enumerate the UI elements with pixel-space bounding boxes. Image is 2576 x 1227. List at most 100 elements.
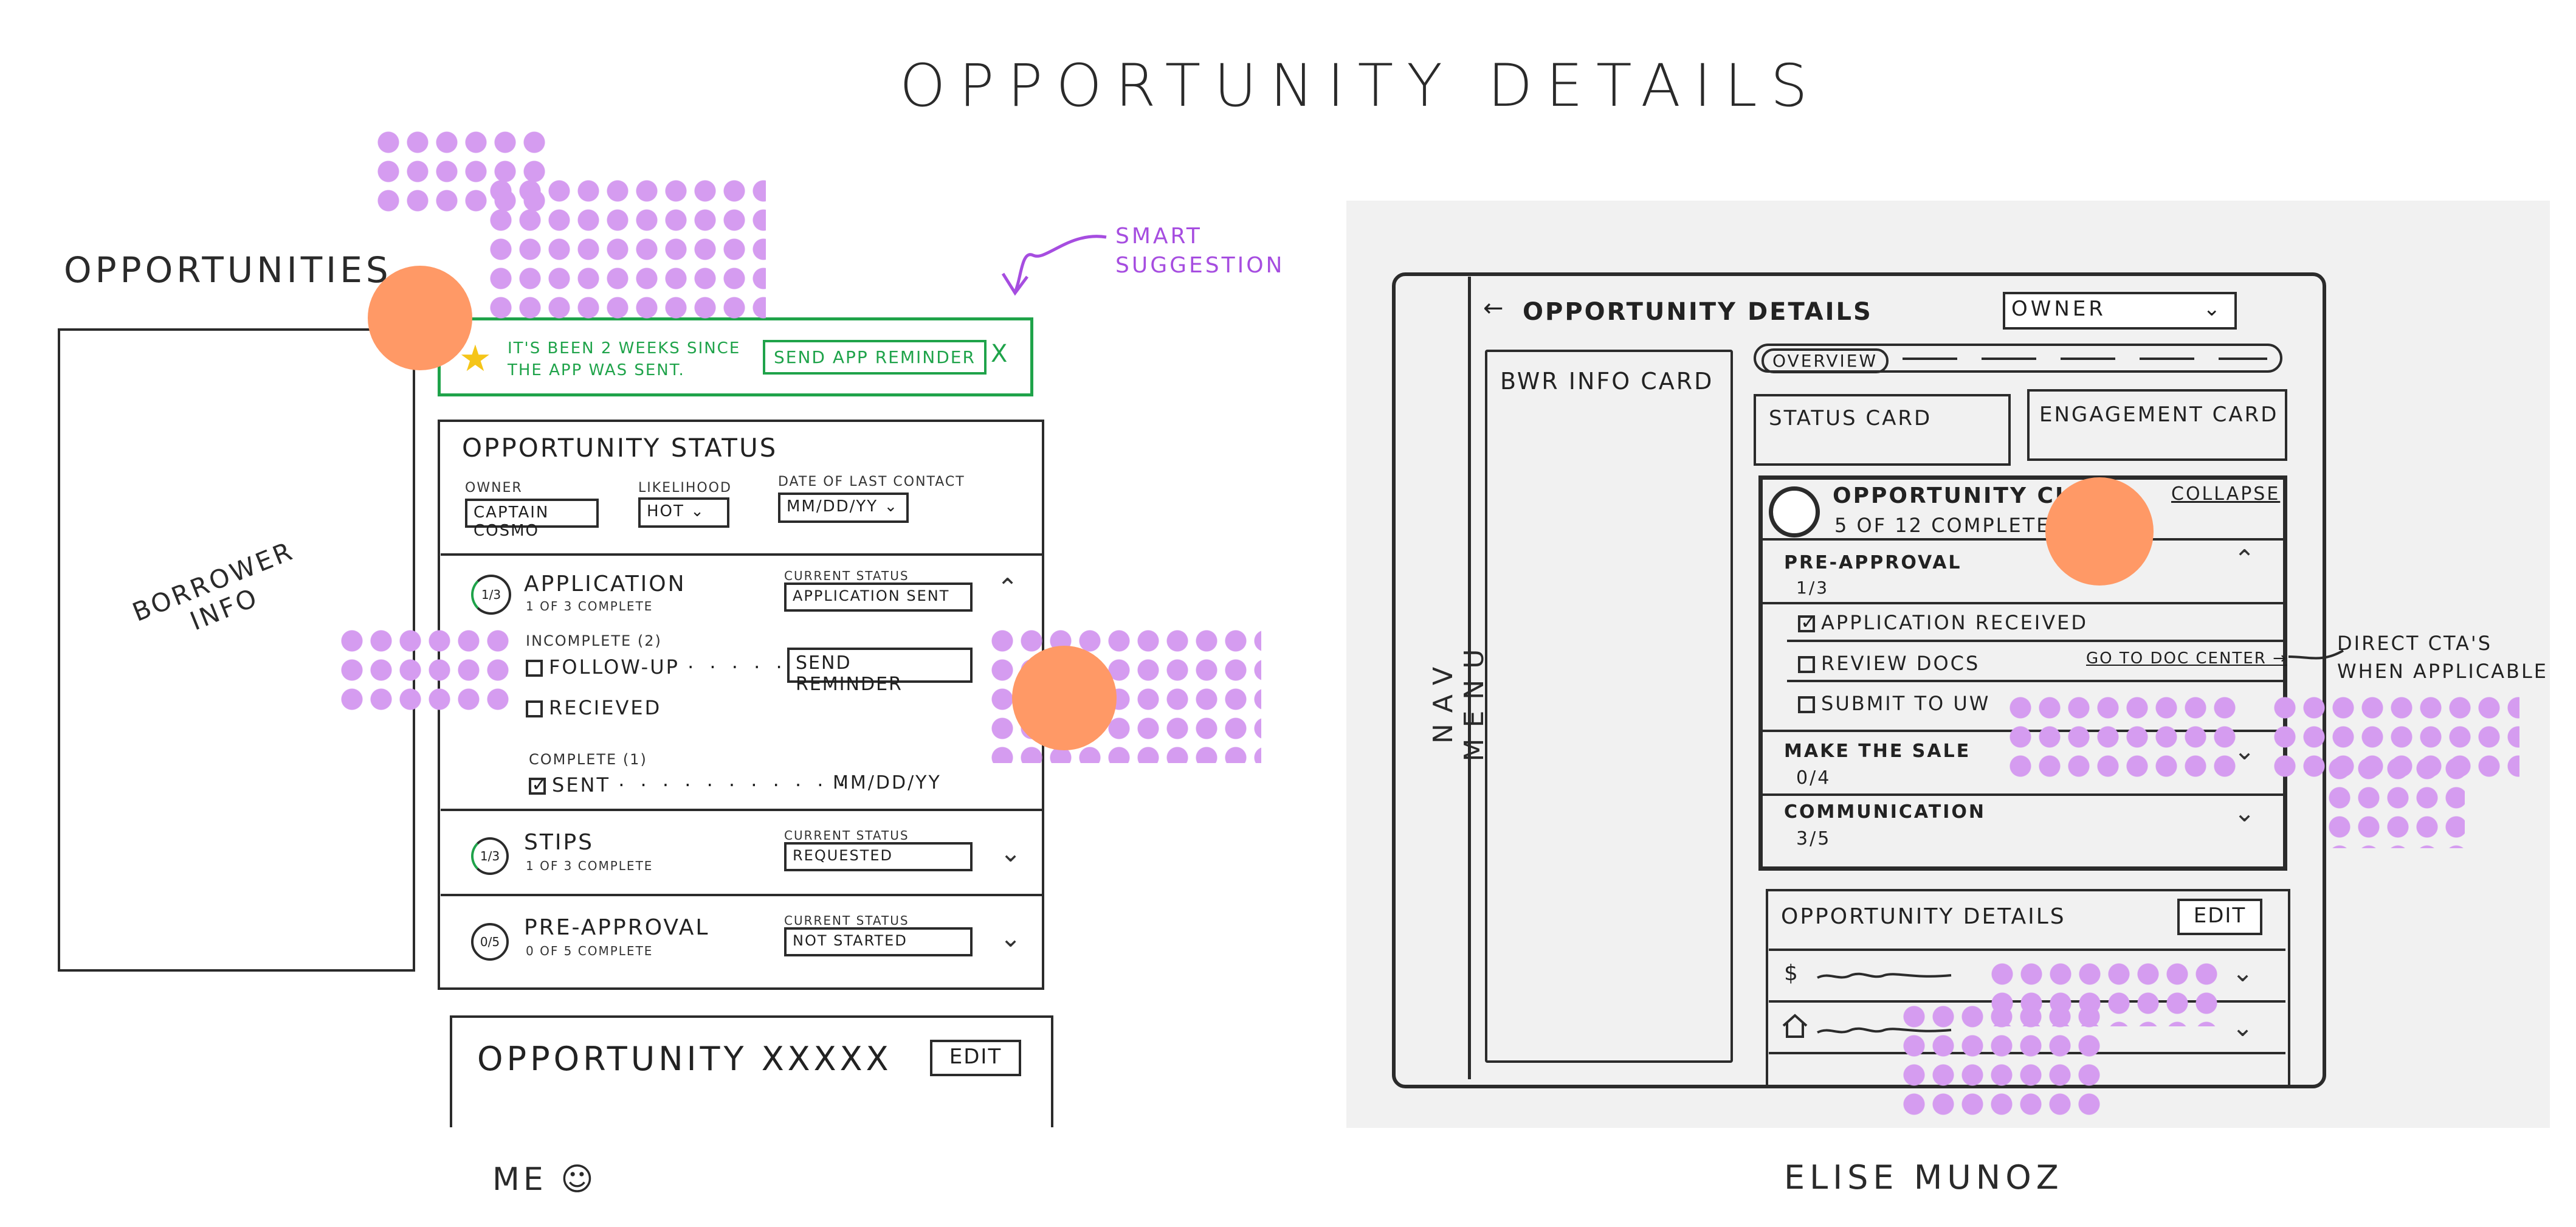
chevron-down-icon[interactable]: ⌄ <box>2232 1012 2254 1042</box>
sent-date: MM/DD/YY <box>833 772 942 793</box>
checkbox[interactable] <box>526 700 543 717</box>
communication-section-count: 3/5 <box>1796 828 1831 849</box>
chevron-down-icon[interactable]: ⌄ <box>2234 736 2256 766</box>
divider <box>441 553 1042 556</box>
status-card-label: STATUS CARD <box>1769 406 1932 430</box>
chevron-down-icon[interactable]: ⌄ <box>2232 958 2254 987</box>
received-item[interactable]: RECIEVED <box>526 696 661 719</box>
application-status-label: CURRENT STATUS <box>784 569 909 583</box>
owner-dropdown[interactable]: CAPTAIN COSMO <box>465 499 599 540</box>
sketch-paper-background <box>1346 201 2550 1128</box>
preapproval-sub: 0 OF 5 COMPLETE <box>526 944 653 958</box>
doc-center-link[interactable]: GO TO DOC CENTER → <box>2086 649 2287 668</box>
back-icon[interactable]: ← <box>1483 294 1506 322</box>
collapse-chevron-icon[interactable]: ⌃ <box>997 573 1019 603</box>
send-app-reminder-button[interactable]: SEND APP REMINDER <box>763 340 987 375</box>
checkbox[interactable] <box>526 660 543 677</box>
checklist-item[interactable]: REVIEW DOCS <box>1798 652 1980 675</box>
caption-right: ELISE MUNOZ <box>1784 1158 2064 1197</box>
send-reminder-button[interactable]: SEND REMINDER <box>787 648 973 695</box>
close-icon[interactable]: X <box>991 340 1008 368</box>
decorative-dots <box>2006 693 2237 781</box>
last-contact-label: DATE OF LAST CONTACT <box>778 474 965 489</box>
stips-status-dropdown[interactable]: REQUESTED <box>784 842 973 871</box>
preapproval-progress-ring: 0/5 <box>471 923 509 961</box>
nav-menu-label: NAV MENU <box>1428 638 1490 762</box>
make-sale-section-count: 0/4 <box>1796 767 1831 789</box>
complete-label: COMPLETE (1) <box>529 751 647 768</box>
preapproval-name: PRE-APPROVAL <box>524 915 710 940</box>
checkbox[interactable] <box>1798 656 1815 673</box>
make-sale-section-title: MAKE THE SALE <box>1784 741 1971 762</box>
opportunity-edit-button[interactable]: EDIT <box>930 1040 1021 1076</box>
page-title: OPPORTUNITY DETAILS <box>900 52 1821 120</box>
dollar-icon: $ <box>1784 961 1800 986</box>
divider <box>441 894 1042 896</box>
decorative-dots <box>337 626 512 714</box>
smart-suggestion-banner: ★ IT'S BEEN 2 WEEKS SINCE THE APP WAS SE… <box>438 317 1033 396</box>
likelihood-label: LIKELIHOOD <box>638 480 732 496</box>
likelihood-dropdown[interactable]: HOT ⌄ <box>638 497 729 528</box>
checklist-progress-ring <box>1769 486 1820 537</box>
preapproval-status-dropdown[interactable]: NOT STARTED <box>784 927 973 956</box>
divider <box>1787 680 2284 682</box>
checklist-item[interactable]: APPLICATION RECEIVED <box>1798 610 2088 634</box>
last-contact-field[interactable]: MM/DD/YY ⌄ <box>778 493 909 523</box>
engagement-card[interactable] <box>2027 389 2287 461</box>
opportunity-details-card <box>1766 889 2290 1086</box>
checkbox-checked[interactable] <box>529 773 549 796</box>
follow-up-item[interactable]: FOLLOW-UP · · · · · · <box>526 655 809 679</box>
checkbox-checked[interactable] <box>1798 610 1819 634</box>
smart-suggestion-note: SMART SUGGESTION <box>1115 224 1285 278</box>
divider <box>1762 538 2284 541</box>
checklist-item[interactable]: SUBMIT TO UW <box>1798 692 1990 715</box>
decorative-dots <box>486 176 766 322</box>
home-icon <box>1782 1014 1808 1038</box>
stips-status-label: CURRENT STATUS <box>784 828 909 843</box>
application-status-dropdown[interactable]: APPLICATION SENT <box>784 582 973 612</box>
tab-placeholder-lines <box>1903 358 2267 360</box>
checklist-sub: 5 OF 12 COMPLETE <box>1834 514 2051 537</box>
bwr-info-card <box>1485 350 1733 1063</box>
owner-dropdown[interactable]: OWNER⌄ <box>2003 292 2237 330</box>
stips-name: STIPS <box>524 830 594 855</box>
details-edit-button[interactable]: EDIT <box>2177 899 2262 935</box>
tab-overview[interactable]: OVERVIEW <box>1762 348 1889 373</box>
decorative-dots <box>1899 1002 2103 1118</box>
divider <box>1769 949 2285 951</box>
status-card-title: OPPORTUNITY STATUS <box>462 433 778 463</box>
status-card[interactable] <box>1754 394 2011 466</box>
opportunity-checklist <box>1758 475 2287 871</box>
chevron-up-icon[interactable]: ⌃ <box>2234 544 2256 574</box>
arrow-icon <box>2288 649 2344 660</box>
tab-bar <box>1754 344 2282 373</box>
stips-progress-ring: 1/3 <box>471 837 509 875</box>
decorative-circle <box>2045 477 2154 586</box>
cta-note: DIRECT CTA'S WHEN APPLICABLE <box>2337 632 2549 683</box>
incomplete-label: INCOMPLETE (2) <box>526 632 662 649</box>
engagement-card-label: ENGAGEMENT CARD <box>2039 403 2279 427</box>
divider <box>1762 793 2284 796</box>
application-name: APPLICATION <box>524 572 686 596</box>
preapproval-section-title: PRE-APPROVAL <box>1784 552 1962 573</box>
app-window <box>1392 272 2326 1088</box>
owner-label: OWNER <box>465 480 523 496</box>
opportunity-card <box>450 1015 1053 1127</box>
opportunity-card-title: OPPORTUNITY XXXXX <box>477 1040 892 1078</box>
decorative-dots <box>2325 754 2465 848</box>
preapproval-status-label: CURRENT STATUS <box>784 913 909 928</box>
banner-text: IT'S BEEN 2 WEEKS SINCE THE APP WAS SENT… <box>508 339 741 379</box>
chevron-down-icon[interactable]: ⌄ <box>1000 838 1022 868</box>
sent-item[interactable]: SENT · · · · · · · · · · · <box>529 773 850 797</box>
opportunities-label: OPPORTUNITIES <box>64 249 392 291</box>
header-title: OPPORTUNITY DETAILS <box>1523 298 1873 326</box>
scribble-placeholder <box>1817 972 1952 979</box>
divider <box>1787 640 2284 642</box>
collapse-link[interactable]: COLLAPSE <box>2171 483 2281 505</box>
details-title: OPPORTUNITY DETAILS <box>1781 904 2066 929</box>
nav-divider <box>1468 277 1471 1079</box>
divider <box>441 809 1042 811</box>
checkbox[interactable] <box>1798 696 1815 713</box>
chevron-down-icon[interactable]: ⌄ <box>2234 798 2256 828</box>
chevron-down-icon[interactable]: ⌄ <box>1000 923 1022 953</box>
